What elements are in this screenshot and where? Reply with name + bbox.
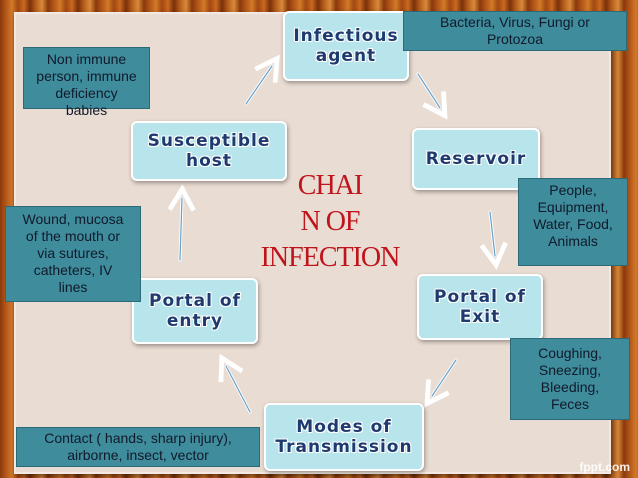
note-portal-of-entry: Wound, mucosa of the mouth or via suture… bbox=[5, 206, 141, 302]
note-reservoir: People, Equipment, Water, Food, Animals bbox=[518, 178, 628, 266]
note-portal-of-exit: Coughing, Sneezing, Bleeding, Feces bbox=[510, 338, 630, 420]
note-infectious-agent: Bacteria, Virus, Fungi or Protozoa bbox=[403, 11, 627, 51]
node-portal-of-exit: Portal of Exit bbox=[417, 274, 543, 340]
diagram-title: CHAI N OF INFECTION bbox=[260, 170, 401, 273]
brand-label: fppt.com bbox=[579, 460, 630, 474]
note-susceptible-host: Non immune person, immune deficiency bab… bbox=[23, 47, 150, 118]
note-modes-of-transmission: Contact ( hands, sharp injury), airborne… bbox=[16, 427, 260, 467]
node-susceptible-host: Susceptible host bbox=[131, 121, 287, 181]
node-modes-of-transmission: Modes of Transmission bbox=[264, 403, 424, 471]
node-portal-of-entry: Portal of entry bbox=[132, 278, 258, 344]
node-infectious-agent: Infectious agent bbox=[283, 11, 409, 81]
